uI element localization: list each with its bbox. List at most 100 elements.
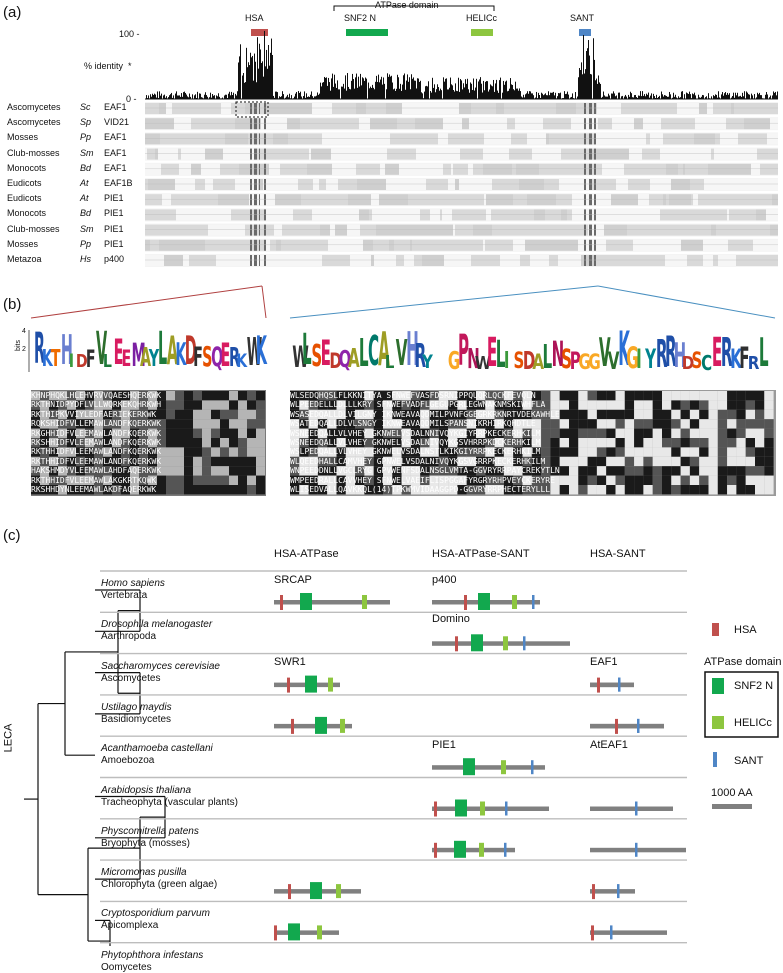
right-seq-cell [569,400,578,409]
right-seq-cell [709,429,718,438]
right-seq-cell [653,457,662,466]
right-seq-cell [755,391,764,400]
left-seq-cell [229,400,238,409]
right-seq-cell [727,466,736,475]
right-seq-line: WLPEEDELLLDLLLKRY SFNWEFVADFLGEGUPGRLEGW… [290,400,560,409]
right-seq-cell [588,447,597,456]
right-seq-cell [578,476,587,485]
logo-letter: W [475,355,483,373]
logo-letter: S [202,343,207,371]
hsa-domain [592,884,595,899]
protein-backbone [590,889,635,894]
helicc-domain [480,802,485,816]
right-seq-cell [588,438,597,447]
right-seq-cell [718,447,727,456]
left-seq-cell [193,438,202,447]
right-seq-cell [634,391,643,400]
right-seq-cell [606,400,615,409]
logo-letter: E [321,337,325,372]
left-seq-cell [238,419,247,428]
left-seq-cell [202,391,211,400]
right-seq-cell [709,447,718,456]
taxon-clade: Vertebrata [101,590,147,601]
logo-letter: C [701,353,708,373]
left-seq-cell [247,391,256,400]
right-seq-cell [634,410,643,419]
left-seq-cell [238,485,247,494]
left-seq-cell [256,419,265,428]
right-seq-cell [597,466,606,475]
right-seq-cell [653,476,662,485]
left-seq-cell [256,400,265,409]
taxon-clade: Ascomycetes [101,673,160,684]
logo-letter: F [739,344,744,373]
right-seq-cell [690,400,699,409]
right-seq-cell [718,476,727,485]
snf2n-domain [305,676,317,693]
right-seq-cell [597,410,606,419]
right-seq-cell [718,485,727,494]
logo-letter: T [50,348,56,371]
left-seq-cell [202,485,211,494]
left-zoom-line-a [31,286,262,318]
left-seq-cell [256,447,265,456]
left-seq-cell [175,447,184,456]
left-seq-cell [175,419,184,428]
helicc-domain [317,925,322,939]
right-seq-cell [606,466,615,475]
right-seq-cell [625,476,634,485]
right-seq-cell [634,400,643,409]
right-seq-cell [578,391,587,400]
right-seq-cell [709,419,718,428]
left-seq-line: HAKSHMDYVLEEMAWLAHDFAQERKWK [31,466,161,475]
logo-letter: L [542,340,546,373]
sant-domain [504,843,507,857]
protein-architectures [274,593,686,946]
right-seq-cell [699,419,708,428]
right-seq-cell [671,419,680,428]
left-seq-line: RQKSHIDFVLLEMAWLANDFKQERKWK [31,419,161,428]
protein-backbone [432,807,549,812]
legend-hsa-label: HSA [734,624,757,636]
left-seq-cell [175,410,184,419]
logo-letter: K [237,352,244,371]
right-seq-cell [736,400,745,409]
left-seq-cell [202,457,211,466]
right-seq-cell [560,400,569,409]
right-seq-cell [634,438,643,447]
left-seq-cell [229,438,238,447]
hsa-domain [434,843,437,858]
protein-backbone [274,930,339,935]
logo-letter: A [532,352,539,373]
name-ateaf1: AtEAF1 [590,739,628,751]
right-seq-cell [625,410,634,419]
logo-letter: C [368,331,371,372]
right-seq-cell [643,419,652,428]
right-seq-cell [662,400,671,409]
right-seq-cell [569,419,578,428]
right-seq-cell [653,485,662,494]
logo-letter: D [329,351,336,372]
protein-backbone [432,765,545,770]
right-seq-cell [634,466,643,475]
legend-scale-bar [712,804,752,809]
left-seq-cell [202,400,211,409]
col-header-hsa-sant: HSA-SANT [590,548,646,560]
right-seq-cell [727,485,736,494]
right-seq-cell [588,391,597,400]
right-seq-cell [662,447,671,456]
left-seq-line: RKSHHDYNLEEMAWLAKDFAQERKWK [31,485,161,494]
right-seq-cell [746,429,755,438]
left-seq-cell [166,466,175,475]
logo-letter: N [467,345,472,373]
right-seq-cell [764,400,773,409]
right-seq-cell [746,457,755,466]
right-seq-cell [699,485,708,494]
logo-letter: H [61,330,64,371]
right-seq-cell [625,457,634,466]
left-seq-cell [229,447,238,456]
logo-letter: L [359,334,363,372]
right-seq-cell [578,429,587,438]
right-seq-cell [578,457,587,466]
right-seq-cell [643,391,652,400]
